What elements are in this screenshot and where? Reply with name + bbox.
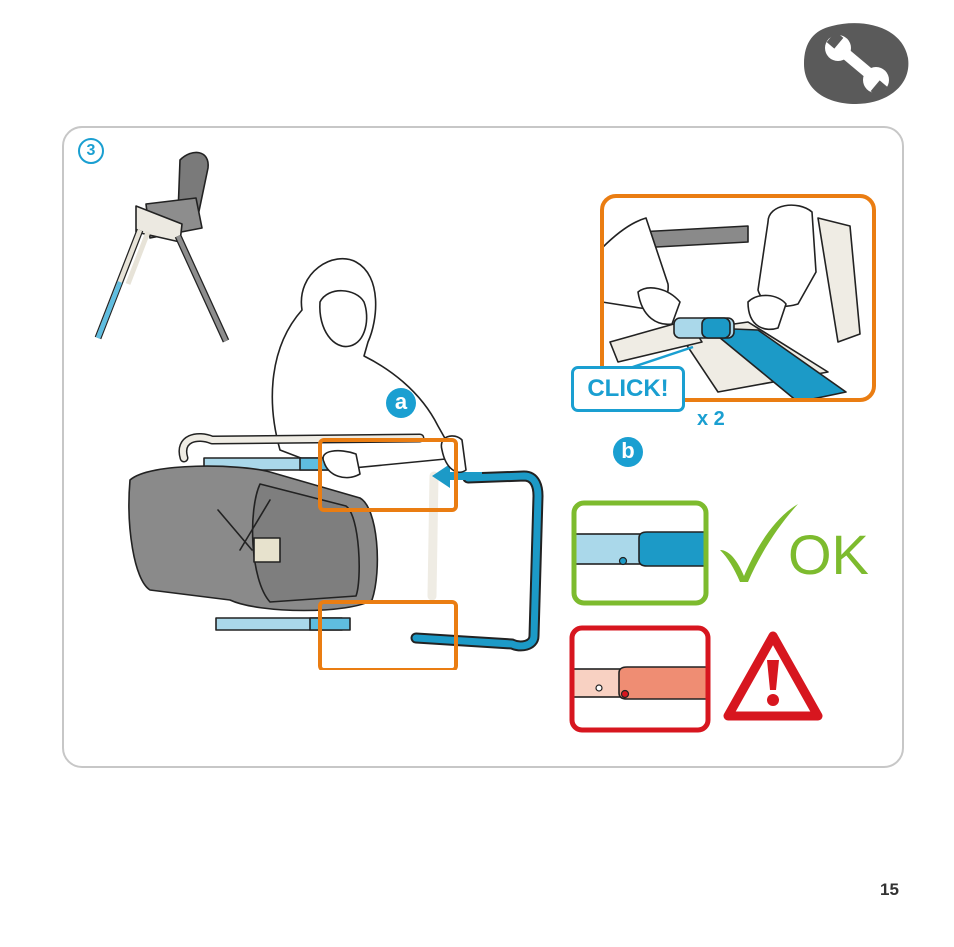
warning-triangle-icon — [722, 630, 824, 722]
click-label: CLICK! — [571, 366, 685, 412]
incorrect-example-box — [569, 625, 711, 733]
page-number: 15 — [880, 880, 899, 900]
main-assembly-illustration — [120, 250, 560, 670]
wrench-icon — [802, 20, 910, 106]
tool-badge — [802, 20, 910, 106]
ok-label: OK — [788, 525, 869, 585]
repeat-count-label: x 2 — [697, 408, 725, 431]
substep-b-badge: b — [613, 437, 643, 467]
substep-a-badge: a — [386, 388, 416, 418]
correct-example-box — [571, 500, 709, 606]
